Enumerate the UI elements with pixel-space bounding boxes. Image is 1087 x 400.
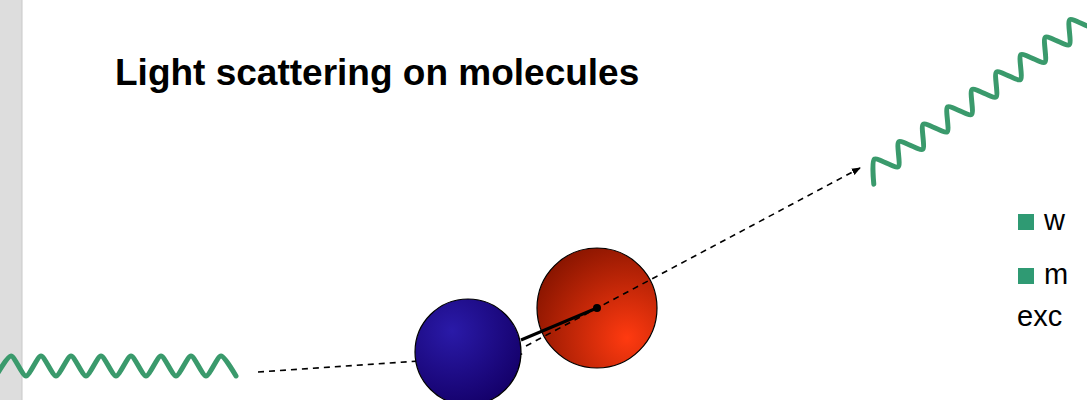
side-bar-edge <box>22 0 23 400</box>
bond-line <box>521 308 597 340</box>
bullet-text: exc <box>1017 300 1062 333</box>
blue-atom <box>415 299 521 400</box>
bullet-text: m <box>1044 258 1068 291</box>
bullet-square <box>1018 214 1034 230</box>
bullet-square <box>1018 268 1034 284</box>
bullet-text: w <box>1044 204 1065 237</box>
light-wave <box>873 2 1087 184</box>
slide-title: Light scattering on molecules <box>115 52 639 94</box>
side-bar <box>0 0 22 400</box>
scattered-path <box>526 168 860 346</box>
light-wave <box>0 356 236 376</box>
